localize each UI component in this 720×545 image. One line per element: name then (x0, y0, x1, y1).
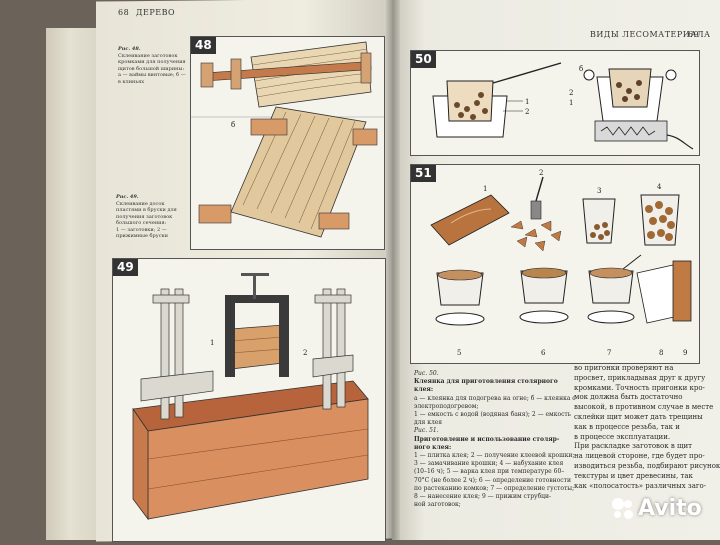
figure-51-label-1: 1 (483, 185, 487, 193)
figure-50-label-2b: 2 (569, 89, 573, 97)
caption-line: для клея (414, 419, 443, 427)
figure-50-label-1: 1 (525, 98, 529, 106)
figure-49: 49 1 2 (112, 258, 386, 542)
body-text-line: на лицевой стороне, где будет про- (574, 452, 705, 461)
figure-51-label-6: 6 (541, 349, 546, 357)
fig48-caption-text: Склеивание заготовок кромками для получе… (118, 52, 186, 72)
caption-line: Рис. 50. (414, 370, 439, 377)
figure-49-label-2: 2 (303, 349, 307, 357)
body-text-line: как в процессе резьба, так и (574, 422, 680, 431)
figure-captions-column: Рис. 50. Клеянка для приготовления столя… (414, 370, 576, 509)
body-text-line: изводиться резьба, подбирают рисунок (574, 461, 720, 470)
figure-51-label-8: 8 (659, 349, 663, 357)
figure-48-number: 48 (191, 37, 216, 54)
figure-50-number: 50 (411, 51, 436, 68)
fig49-caption-legend: 1 — заготовки; 2 — прижимные бруски (116, 226, 168, 240)
caption-line: 8 — нанесение клея; 9 — прижим струбци- (414, 493, 552, 501)
right-page-number: 69 (688, 30, 700, 39)
figure-51: 51 (410, 164, 700, 364)
figure-48-drawing: б (191, 41, 384, 238)
figure-50-drawing: 1 2 б 2 1 (432, 62, 694, 150)
figure-49-number: 49 (113, 259, 138, 276)
figure-48-label-b: б (231, 121, 235, 129)
body-text-line: в процессе эксплуатации. (574, 432, 671, 441)
caption-line: 70°С (не более 2 ч); 6 — определение гот… (414, 476, 571, 484)
caption-line: по растеканию комков; 7 — определение гу… (414, 484, 575, 492)
left-running-head: ДЕРЕВО (136, 8, 176, 17)
fig49-caption-title: Рис. 49. (116, 194, 139, 200)
body-text-column: во пригонки проверяют на просвет, прикла… (574, 364, 720, 491)
caption-line: 3 — замачивание крошки; 4 — набухание кл… (414, 460, 564, 468)
avito-watermark-text: Avito (638, 496, 702, 521)
figure-48: 48 б (190, 36, 385, 250)
figure-51-label-5: 5 (457, 349, 461, 357)
figure-51-drawing: 1 2 3 4 5 6 7 8 9 (430, 169, 692, 357)
fig48-caption: Рис. 48. Склеивание заготовок кромками д… (118, 46, 188, 85)
caption-line: ной заготовок; (414, 501, 461, 509)
fig49-caption-text: Склеивание досок пластями в бруски для п… (116, 200, 177, 227)
caption-line: ного клея: (414, 443, 452, 451)
caption-line: клея: (414, 386, 434, 394)
body-text-line: во пригонки проверяют на (574, 364, 674, 372)
fig48-caption-legend: а — ваймы винтовые; б — в клиньях (118, 72, 186, 85)
caption-line: электроподогревом; (414, 402, 479, 410)
body-text-line: просвет, прикладывая друг к другу (574, 373, 706, 382)
fig48-caption-title: Рис. 48. (118, 46, 141, 52)
figure-50-label-1b: 1 (569, 99, 573, 107)
book-gutter (386, 0, 400, 540)
avito-watermark: Avito (612, 496, 702, 521)
figure-51-label-4: 4 (657, 183, 662, 191)
fig49-caption: Рис. 49. Склеивание досок пластями в бру… (116, 194, 188, 240)
body-text-line: как «полосатость» различных заго- (574, 481, 707, 490)
right-running-head: ВИДЫ ЛЕСОМАТЕРИАЛА (590, 30, 711, 39)
figure-50: 50 1 2 б 2 1 (410, 50, 700, 156)
figure-50-label-b: б (579, 65, 583, 73)
figure-51-number: 51 (411, 165, 436, 182)
figure-51-label-7: 7 (607, 349, 611, 357)
caption-line: 1 — емкость с водой (водяная баня); 2 — … (414, 411, 572, 419)
caption-line: 1 — плитка клея; 2 — получение клеевой к… (414, 452, 575, 460)
figure-49-drawing: 1 2 (132, 273, 369, 521)
body-text-line: текстуры и цвет древесины, так (574, 471, 693, 480)
figure-51-label-3: 3 (597, 187, 601, 195)
body-text-line: мок должна быть достаточно (574, 393, 683, 402)
caption-line: (10–16 ч); 5 — варка клея при температур… (414, 468, 565, 476)
body-text-line: склейки щит может дать трещины (574, 412, 703, 421)
figure-51-label-2: 2 (539, 169, 543, 177)
body-text-line: высокой, в противном случае в месте (574, 403, 714, 412)
caption-line: Приготовление и использование столяр- (414, 435, 560, 443)
caption-line: Рис. 51. (414, 427, 439, 435)
caption-line: Клеянка для приготовления столярного (414, 378, 558, 386)
figure-51-label-9: 9 (683, 349, 687, 357)
figure-49-label-1: 1 (210, 339, 214, 347)
caption-line: а — клеянка для подогрева на огне; б — к… (414, 394, 576, 402)
body-text-line: кромками. Точность пригонки кро- (574, 383, 705, 392)
left-page-number: 68 (118, 8, 130, 17)
body-text-line: При раскладке заготовок в щит (574, 442, 693, 451)
figure-50-label-2: 2 (525, 108, 529, 116)
avito-logo-icon (612, 497, 634, 520)
